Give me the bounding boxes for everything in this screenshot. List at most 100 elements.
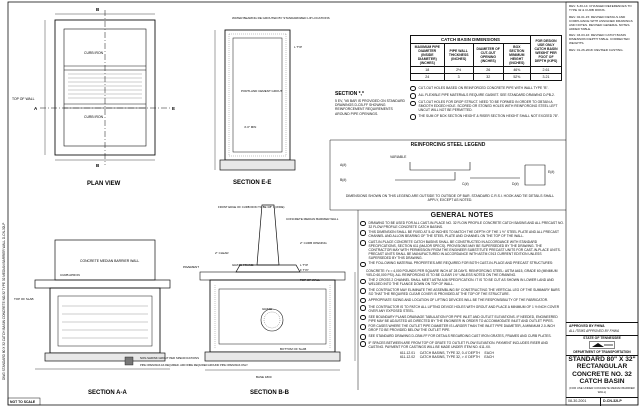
callout-curb-iron-top: CURB IRON bbox=[84, 51, 104, 55]
th-cutout: DIAMETER OF CUT-OUT OPENING (INCHES) bbox=[472, 43, 504, 67]
callout-grate-frame: GRATE FRAME bbox=[232, 263, 253, 267]
callout-height-box: 4'-0" MIN bbox=[244, 125, 256, 129]
table-notes: CUT-OUT HOLES BASED ON REINFORCED CONCRE… bbox=[410, 84, 562, 121]
title-strip-border bbox=[565, 1, 639, 406]
table-row: 24 3 32 52⅝ 3.21 bbox=[410, 73, 562, 81]
revision-block: REV. 6-30-14: CHANGED REFERENCES TO TYPE… bbox=[569, 4, 636, 56]
table-cell: 26 bbox=[472, 66, 504, 74]
dimensions-table-title: CATCH BASIN DIMENSIONS bbox=[410, 35, 531, 44]
section-e-e bbox=[214, 29, 296, 171]
note-bullet-icon bbox=[360, 305, 366, 311]
note-bullet-icon bbox=[360, 261, 366, 268]
pay-items: 611-12.01 CATCH BASINS, TYPE 32, 0-4' DE… bbox=[400, 350, 494, 359]
list-item: CUT-OUT HOLES FOR DROP STRUCT. NEED TO B… bbox=[410, 100, 562, 112]
callout-curb-apron: CURB APRON bbox=[60, 273, 80, 277]
non-shrink-symbol bbox=[124, 356, 134, 366]
revision-entry: REV. 02-01-15: REVISED DETAILS AND COMPL… bbox=[569, 14, 633, 31]
note-bullet-icon bbox=[410, 114, 416, 120]
tb-title-line: STANDARD 80" X 32" bbox=[568, 356, 636, 363]
plan-label-e-right: E bbox=[172, 106, 175, 111]
tdot-seal-icon bbox=[566, 341, 638, 349]
general-notes-title: GENERAL NOTES bbox=[430, 212, 494, 219]
label-section-e: SECTION E-E bbox=[233, 180, 271, 186]
table-cell: 52⅝ bbox=[502, 73, 532, 81]
plan-label-a-left: A bbox=[34, 106, 38, 111]
list-item: CONCRETE: f'c = 4,000 POUNDS PER SQUARE … bbox=[366, 268, 558, 277]
approval-stamp: APPROVED BY FHWA ALL ITEMS APPROVED BY F… bbox=[566, 322, 638, 336]
note-bullet-icon bbox=[360, 324, 366, 330]
callout-median-wall-b: CONCRETE MEDIAN BARRIER WALL bbox=[286, 217, 339, 221]
th-wall: PIPE WALL THICKNESS (INCHES) bbox=[443, 43, 474, 67]
note-bullet-icon bbox=[360, 288, 366, 294]
legend-label-variable: VARIABLE bbox=[390, 155, 407, 159]
callout-pavement: PAVEMENT bbox=[183, 265, 199, 269]
list-item: THE FOLLOWING MATERIAL PROPERTIES ARE RE… bbox=[360, 261, 564, 268]
callout-grate: GRATE bbox=[262, 307, 272, 311]
note-bullet-icon bbox=[410, 93, 416, 99]
callout-median-wall-a: CONCRETE MEDIAN BARRIER WALL bbox=[80, 259, 139, 263]
callout-top-of-slab-a: TOP OF SLAB bbox=[14, 297, 34, 301]
note-bullet-icon bbox=[360, 278, 366, 285]
list-item: APPROPRIATE SIZING AND LOCATION OF LIFTI… bbox=[360, 298, 564, 304]
label-section-star: SECTION *,* bbox=[335, 91, 364, 97]
callout-top-of-wall-b: TOP OF WALL bbox=[300, 278, 320, 282]
list-item: THE SUM OF BOX SECTION HEIGHT & RISER SE… bbox=[410, 114, 562, 120]
tb-drawing-number: D-CN-32LP bbox=[603, 399, 622, 403]
callout-curb-iron-bottom: CURB IRON bbox=[84, 115, 104, 119]
table-cell: 3 bbox=[443, 73, 474, 81]
title-block: STATE OF TENNESSEE DEPARTMENT OF TRANSPO… bbox=[566, 336, 638, 394]
revision-entry: REV. 03-03-16: REVISED CATCH BASIN DIMEN… bbox=[569, 33, 630, 46]
dimensions-table: CATCH BASIN DIMENSIONS FOR DESIGN USE ON… bbox=[410, 35, 562, 81]
note-bullet-icon bbox=[360, 314, 366, 321]
label-section-a: SECTION A-A bbox=[88, 390, 127, 396]
list-item: CUT-OUT HOLES BASED ON REINFORCED CONCRE… bbox=[410, 86, 562, 92]
list-item: ALL FLEXIBLE PIPE MATERIALS REQUIRE GASK… bbox=[410, 93, 562, 99]
note-bullet-icon bbox=[360, 220, 366, 227]
note-bullet-icon bbox=[360, 240, 366, 246]
steel-legend-title: REINFORCING STEEL LEGEND bbox=[410, 142, 486, 148]
legend-label-b: B(#) bbox=[340, 178, 347, 182]
legend-label-e: E(#) bbox=[548, 170, 555, 174]
tb-subtitle: (FOR USE UNDER CONCRETE MEDIAN BARRIER W… bbox=[569, 385, 635, 394]
note-bullet-icon bbox=[360, 334, 366, 340]
dimensions-table-block: CATCH BASIN DIMENSIONS FOR DESIGN USE ON… bbox=[410, 35, 562, 81]
tb-date: 08-30-2001 bbox=[566, 398, 601, 406]
callout-front-edge: FRONT EDGE OF CURB IRON TO BE 3/8" ± (WI… bbox=[218, 205, 284, 209]
table-cell: 32 bbox=[472, 73, 504, 81]
callout-curb-opening: 2" CURB OPENING bbox=[300, 241, 327, 245]
note-bullet-icon bbox=[410, 85, 416, 92]
list-item: THIS DIMENSION SHALL BE FIXED AT 5.42 IN… bbox=[360, 230, 564, 238]
th-weight: FOR DESIGN USE ONLY CATCH BASIN WEIGHT P… bbox=[530, 35, 562, 67]
label-plan-view: PLAN VIEW bbox=[87, 181, 121, 187]
approved-by: APPROVED BY FHWA bbox=[569, 324, 605, 328]
tb-department: DEPARTMENT OF TRANSPORTATION bbox=[566, 350, 638, 356]
table-row: 18 2½ 26 46⅝ 2.61 bbox=[410, 66, 562, 74]
section-b-b bbox=[199, 204, 356, 371]
callout-clear-2: 2" CLEAR bbox=[215, 251, 229, 255]
callout-grout-e: PORTLAND CEMENT GROUT bbox=[241, 89, 283, 93]
th-max-pipe: MAXIMUM PIPE DIAMETER (INSIDE DIAMETER) … bbox=[410, 43, 445, 67]
callout-l-typ-e: L TYP bbox=[294, 45, 302, 49]
table-cell: 46⅝ bbox=[502, 66, 532, 74]
general-notes-list: DRAWING TO BE USED FOR ALL CAST-IN-PLACE… bbox=[360, 221, 564, 349]
list-item: DRAWING TO BE USED FOR ALL CAST-IN-PLACE… bbox=[360, 221, 564, 229]
callout-f-typ: F TYP bbox=[300, 268, 308, 272]
section-a-a bbox=[34, 239, 171, 370]
table-cell: 2.61 bbox=[530, 66, 562, 74]
list-item: THE CONTRACTOR IS TO PATCH ALL LIFTING D… bbox=[360, 305, 564, 313]
legend-label-c: C(#) bbox=[462, 182, 469, 186]
table-cell: 3.21 bbox=[530, 73, 562, 81]
pipe-opening-circle bbox=[260, 308, 284, 332]
callout-l-typ: L TYP bbox=[300, 263, 308, 267]
note-bullet-icon bbox=[360, 230, 366, 236]
plan-label-b-top: B bbox=[96, 7, 100, 12]
revision-entry: REV. 01-26-2018: REVISED CASTING. bbox=[569, 48, 624, 53]
table-cell: 2½ bbox=[443, 66, 474, 74]
list-item: FOR CASES WHERE THE OUTLET PIPE DIAMETER… bbox=[360, 324, 564, 332]
margin-filename: DWG STANDARD 80 X 32 CATCH BASIN CONCRET… bbox=[2, 223, 6, 380]
callout-bottom-slab: BOTTOM OF SLAB bbox=[280, 347, 306, 351]
callout-top-of-wall: TOP OF WALL bbox=[12, 97, 35, 101]
list-item: THE CONTRACTOR MAY ELIMINATE THE ASSEMBL… bbox=[360, 288, 564, 296]
list-item: IF SPACES BETWEEN ARE FROM TOP OF GRATE … bbox=[360, 341, 564, 349]
list-item: THE 2 CROSS 2 CHANNEL SHALL MEET ASTM A3… bbox=[360, 278, 564, 286]
